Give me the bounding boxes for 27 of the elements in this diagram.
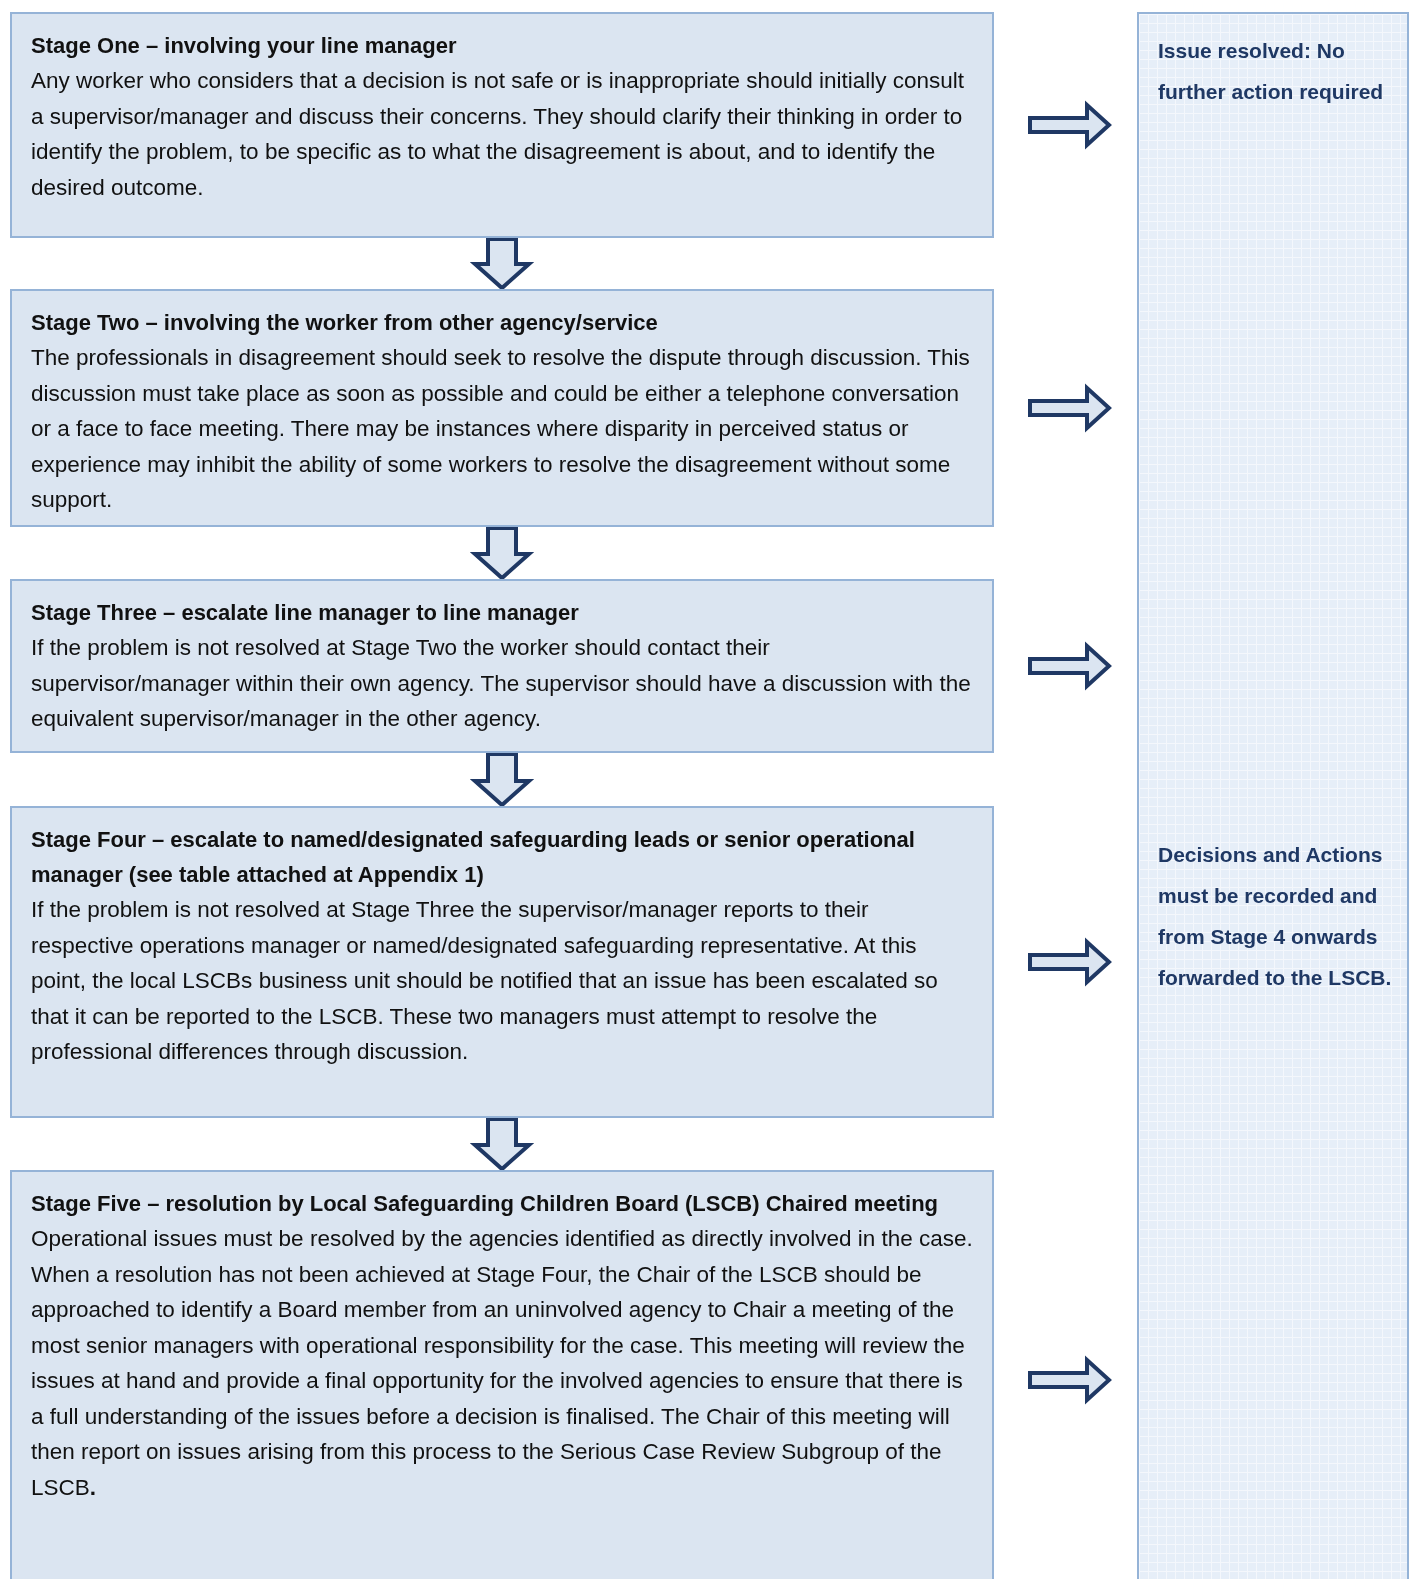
stage-box: [10, 579, 994, 753]
block-arrow: [469, 752, 535, 808]
block-arrow: [1028, 641, 1112, 691]
stage-box: [10, 289, 994, 527]
outcome-note: Issue resolved: No further action required: [1158, 38, 1385, 105]
stage-description: Any worker who considers that a decision is not safe or is inappropriate should initially consult a supervisor/manager and discuss their concerns. They should clarify their thinking in order to identify the problem, to be specific as to what the disagreement is about, and to identify the desired outcome.: [31, 67, 965, 202]
block-arrow: [469, 1117, 535, 1172]
stage-description: Operational issues must be resolved by the agencies identified as directly involved in the case. When a resolution has not been achieved at Stage Four, the Chair of the LSCB should be approached to identify a Board member from an uninvolved agency to Chair a meeting of the most senior managers with operational responsibility for the case. This meeting will review the issues at hand and provide a final opportunity for the involved agencies to ensure that there is a full understanding of the issues before a decision is finalised. The Chair of this meeting will then report on issues arising from this process to the Serious Case Review Subgroup of the LSCB.: [31, 1225, 974, 1502]
block-arrow: [1028, 100, 1112, 150]
stage-box: [10, 806, 994, 1118]
block-arrow: [1028, 383, 1112, 433]
stage-heading: Stage Two – involving the worker from other agency/service: [31, 309, 659, 337]
block-arrow: [1028, 937, 1112, 987]
stage-description: The professionals in disagreement should seek to resolve the dispute through discussion. This discussion must take place as soon as possible and could be either a telephone conversation or a face to face meeting. There may be instances where disparity in perceived status or experience may inhibit the ability of some workers to resolve the disagreement without some support.: [31, 344, 971, 514]
block-arrow: [469, 237, 535, 291]
stage-description: If the problem is not resolved at Stage Three the supervisor/manager reports to their respective operations manager or named/designated safeguarding representative. At this point, the local LSCBs business unit should be notified that an issue has been escalated so that it can be reported to the LSCB. These two managers must attempt to resolve the professional differences through discussion.: [31, 896, 939, 1066]
stage-box: [10, 1170, 994, 1579]
outcome-note: Decisions and Actions must be recorded and from Stage 4 onwards forwarded to the LSCB.: [1158, 842, 1393, 991]
stage-heading: Stage Five – resolution by Local Safeguarding Children Board (LSCB) Chaired meeting: [31, 1190, 940, 1218]
stage-heading: Stage Three – escalate line manager to line manager: [31, 599, 580, 627]
block-arrow: [1028, 1355, 1112, 1405]
stage-heading: Stage One – involving your line manager: [31, 32, 458, 60]
stage-heading: Stage Four – escalate to named/designated safeguarding leads or senior operational manager (see table attached at Appendix 1): [31, 826, 916, 889]
outcome-panel: [1137, 12, 1409, 1579]
stage-description: If the problem is not resolved at Stage Two the worker should contact their supervisor/manager within their own agency. The supervisor should have a discussion with the equivalent supervisor/manager in the other agency.: [31, 634, 972, 733]
stage-box: [10, 12, 994, 238]
block-arrow: [469, 526, 535, 581]
